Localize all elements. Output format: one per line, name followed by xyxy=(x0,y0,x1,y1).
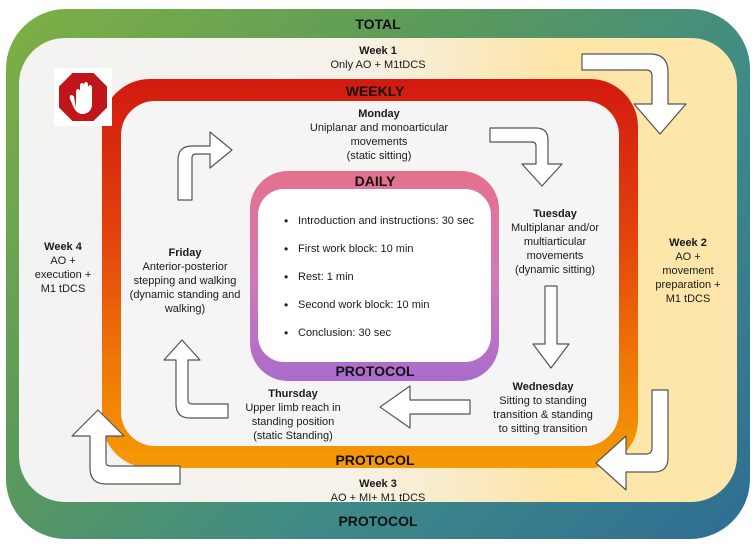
daily-step: Rest: 1 min xyxy=(282,270,487,298)
day-line: (dynamic sitting) xyxy=(514,264,596,276)
stop-hand-shape xyxy=(69,82,92,114)
week-line: M1 tDCS xyxy=(40,283,86,295)
day-monday: Monday Uniplanar and monoarticular movem… xyxy=(286,107,472,163)
week-title: Week 2 xyxy=(669,237,707,249)
day-title: Wednesday xyxy=(512,381,574,393)
daily-step: Introduction and instructions: 30 sec xyxy=(282,214,487,242)
day-line: multiarticular xyxy=(523,236,587,248)
day-line: Multiplanar and/or xyxy=(510,222,600,234)
day-thursday: Thursday Upper limb reach in standing po… xyxy=(230,387,356,443)
daily-bottom-label: PROTOCOL xyxy=(335,363,415,379)
day-line: standing position xyxy=(251,416,335,428)
day-title: Friday xyxy=(168,247,202,259)
curved-arrow-icon xyxy=(532,285,570,369)
curved-arrow-icon xyxy=(163,339,229,419)
week-line: preparation + xyxy=(655,279,721,291)
stop-hand-icon xyxy=(54,68,112,126)
day-line: movements xyxy=(350,136,408,148)
day-line: stepping and walking xyxy=(133,275,237,287)
week-1-block: Week 1 Only AO + M1tDCS xyxy=(300,44,456,72)
week-title: Week 4 xyxy=(44,241,82,253)
day-line: Upper limb reach in xyxy=(245,402,341,414)
day-title: Monday xyxy=(358,108,400,120)
day-friday: Friday Anterior-posterior stepping and w… xyxy=(122,246,248,316)
curved-arrow-icon xyxy=(379,385,471,429)
week-title: Week 1 xyxy=(359,45,397,57)
week-line: movement xyxy=(662,265,714,277)
day-wednesday: Wednesday Sitting to standing transition… xyxy=(478,380,608,436)
week-line: Only AO + M1tDCS xyxy=(330,59,426,71)
curved-arrow-icon xyxy=(489,127,563,187)
day-line: walking) xyxy=(164,303,206,315)
day-line: to sitting transition xyxy=(498,423,588,435)
week-line: execution + xyxy=(34,269,92,281)
daily-step: Conclusion: 30 sec xyxy=(282,326,487,354)
week-2-block: Week 2 AO + movement preparation + M1 tD… xyxy=(650,236,726,306)
week-line: AO + MI+ M1 tDCS xyxy=(330,492,426,504)
week-4-block: Week 4 AO + execution + M1 tDCS xyxy=(28,240,98,296)
day-title: Thursday xyxy=(268,388,318,400)
daily-steps-list: Introduction and instructions: 30 sec Fi… xyxy=(282,214,487,354)
day-line: (dynamic standing and xyxy=(129,289,241,301)
curved-arrow-icon xyxy=(595,389,669,491)
day-tuesday: Tuesday Multiplanar and/or multiarticula… xyxy=(500,207,610,277)
total-bottom-label: PROTOCOL xyxy=(338,513,418,529)
week-line: AO + xyxy=(50,255,76,267)
weekly-bottom-label: PROTOCOL xyxy=(335,452,415,468)
day-line: transition & standing xyxy=(493,409,593,421)
week-title: Week 3 xyxy=(359,478,397,490)
daily-top-label: DAILY xyxy=(354,173,396,189)
daily-step: First work block: 10 min xyxy=(282,242,487,270)
curved-arrow-icon xyxy=(71,409,181,485)
curved-arrow-icon xyxy=(581,53,687,135)
day-title: Tuesday xyxy=(533,208,577,220)
day-line: Sitting to standing xyxy=(499,395,587,407)
day-line: (static Standing) xyxy=(253,430,333,442)
day-line: Anterior-posterior xyxy=(142,261,228,273)
day-line: (static sitting) xyxy=(346,150,412,162)
day-line: Uniplanar and monoarticular xyxy=(309,122,449,134)
week-line: M1 tDCS xyxy=(665,293,711,305)
week-line: AO + xyxy=(675,251,701,263)
curved-arrow-icon xyxy=(177,131,233,201)
week-3-block: Week 3 AO + MI+ M1 tDCS xyxy=(300,477,456,505)
weekly-top-label: WEEKLY xyxy=(345,83,405,99)
day-line: movements xyxy=(526,250,584,262)
total-top-label: TOTAL xyxy=(355,16,401,32)
daily-step: Second work block: 10 min xyxy=(282,298,487,326)
